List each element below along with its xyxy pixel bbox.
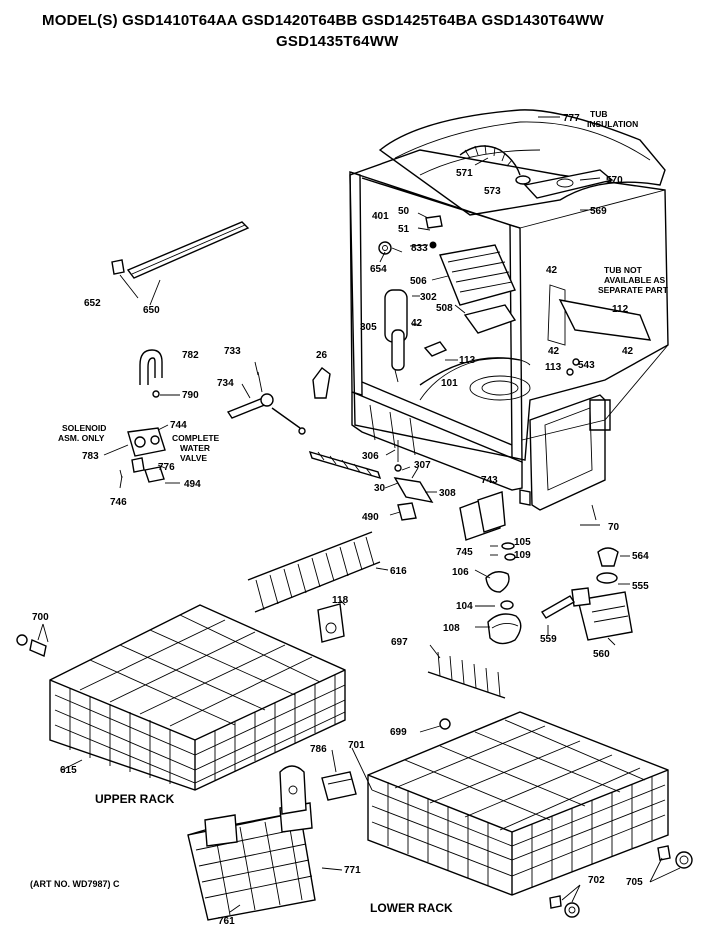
silverware-basket	[187, 765, 357, 921]
callout-564: 564	[632, 551, 649, 562]
callout-782: 782	[182, 350, 199, 361]
callout-705: 705	[626, 877, 643, 888]
fill-hose-782	[139, 349, 163, 398]
callout-543: 543	[578, 360, 595, 371]
callout-734: 734	[217, 378, 234, 389]
callout-42-b: 42	[546, 265, 558, 276]
callout-complete-line2: WATER	[180, 443, 210, 453]
callout-776: 776	[158, 462, 175, 473]
callout-771: 771	[344, 865, 361, 876]
callout-42-d: 42	[622, 346, 634, 357]
callout-650: 650	[143, 305, 160, 316]
lower-rack-caption: LOWER RACK	[370, 901, 453, 915]
callout-790: 790	[182, 390, 199, 401]
art-number: (ART NO. WD7987) C	[30, 879, 120, 889]
callout-112: 112	[612, 304, 629, 315]
tine-row-616	[247, 531, 381, 613]
callout-solenoid-line1: SOLENOID	[62, 423, 106, 433]
callout-506: 506	[410, 276, 427, 287]
model-list-title-continued: GSD1435T64WW	[276, 33, 399, 50]
callout-complete-line1: COMPLETE	[172, 433, 220, 443]
callout-42-c: 42	[548, 346, 560, 357]
part-26	[312, 367, 331, 399]
lower-rack	[367, 711, 693, 918]
callout-26: 26	[316, 350, 328, 361]
callout-699: 699	[390, 727, 407, 738]
callout-70: 70	[608, 522, 620, 533]
callout-700: 700	[32, 612, 49, 623]
callout-743: 743	[481, 475, 498, 486]
callout-tub-insulation-line2: INSULATION	[587, 119, 638, 129]
callout-109: 109	[514, 550, 531, 561]
callout-654: 654	[370, 264, 387, 275]
callout-786: 786	[310, 744, 327, 755]
callout-783: 783	[82, 451, 99, 462]
callout-tub-not-line3: SEPARATE PART	[598, 285, 669, 295]
callout-complete-line3: VALVE	[180, 453, 207, 463]
callout-490: 490	[362, 512, 379, 523]
callout-560: 560	[593, 649, 610, 660]
door-strike-bar	[308, 450, 382, 480]
callout-615: 615	[60, 765, 77, 776]
model-list-title: MODEL(S) GSD1410T64AA GSD1420T64BB GSD14…	[42, 12, 604, 29]
callout-569: 569	[590, 206, 607, 217]
callout-306: 306	[362, 451, 379, 462]
callout-833: 833	[411, 243, 428, 254]
callout-570: 570	[606, 175, 623, 186]
callout-555: 555	[632, 581, 649, 592]
callout-508: 508	[436, 303, 453, 314]
bottom-parts-306-308	[393, 440, 434, 521]
door-seal-strip	[111, 221, 250, 279]
callout-761: 761	[218, 916, 235, 927]
inlet-tube-734	[226, 371, 306, 435]
callout-51: 51	[398, 224, 410, 235]
callout-labels: 777 TUB INSULATION 571 573 570 569 401 5…	[32, 109, 669, 927]
callout-494: 494	[184, 479, 201, 490]
callout-744: 744	[170, 420, 187, 431]
upper-rack	[16, 604, 346, 791]
callout-101: 101	[441, 378, 458, 389]
callout-571: 571	[456, 168, 473, 179]
callout-701: 701	[348, 740, 365, 751]
callout-307: 307	[414, 460, 431, 471]
callout-113-b: 113	[545, 362, 562, 373]
callout-702: 702	[588, 875, 605, 886]
callout-401: 401	[372, 211, 389, 222]
callout-tub-not-line2: AVAILABLE AS	[604, 275, 666, 285]
callout-573: 573	[484, 186, 501, 197]
callout-106: 106	[452, 567, 469, 578]
callout-tub-not-line1: TUB NOT	[604, 265, 643, 275]
callout-118: 118	[332, 595, 349, 606]
callout-652: 652	[84, 298, 101, 309]
tine-row-697	[427, 651, 506, 699]
callout-302: 302	[420, 292, 437, 303]
callout-745: 745	[456, 547, 473, 558]
callout-solenoid-line2: ASM. ONLY	[58, 433, 105, 443]
tub-assembly	[349, 109, 669, 511]
callout-308: 308	[439, 488, 456, 499]
callout-697: 697	[391, 637, 408, 648]
callout-733: 733	[224, 346, 241, 357]
callout-108: 108	[443, 623, 460, 634]
callout-42-a: 42	[411, 318, 423, 329]
callout-104: 104	[456, 601, 473, 612]
pump-parts	[459, 491, 633, 645]
callout-746: 746	[110, 497, 127, 508]
callout-559: 559	[540, 634, 557, 645]
callout-30: 30	[374, 483, 386, 494]
callout-305: 305	[360, 322, 377, 333]
callout-50: 50	[398, 206, 410, 217]
callout-777: 777	[563, 113, 580, 124]
leader-lines	[37, 116, 681, 913]
callout-113-a: 113	[459, 355, 476, 366]
callout-616: 616	[390, 566, 407, 577]
water-valve	[119, 427, 166, 483]
upper-rack-caption: UPPER RACK	[95, 792, 175, 806]
clip-118	[317, 603, 345, 643]
callout-tub-insulation-line1: TUB	[590, 109, 607, 119]
callout-105: 105	[514, 537, 531, 548]
